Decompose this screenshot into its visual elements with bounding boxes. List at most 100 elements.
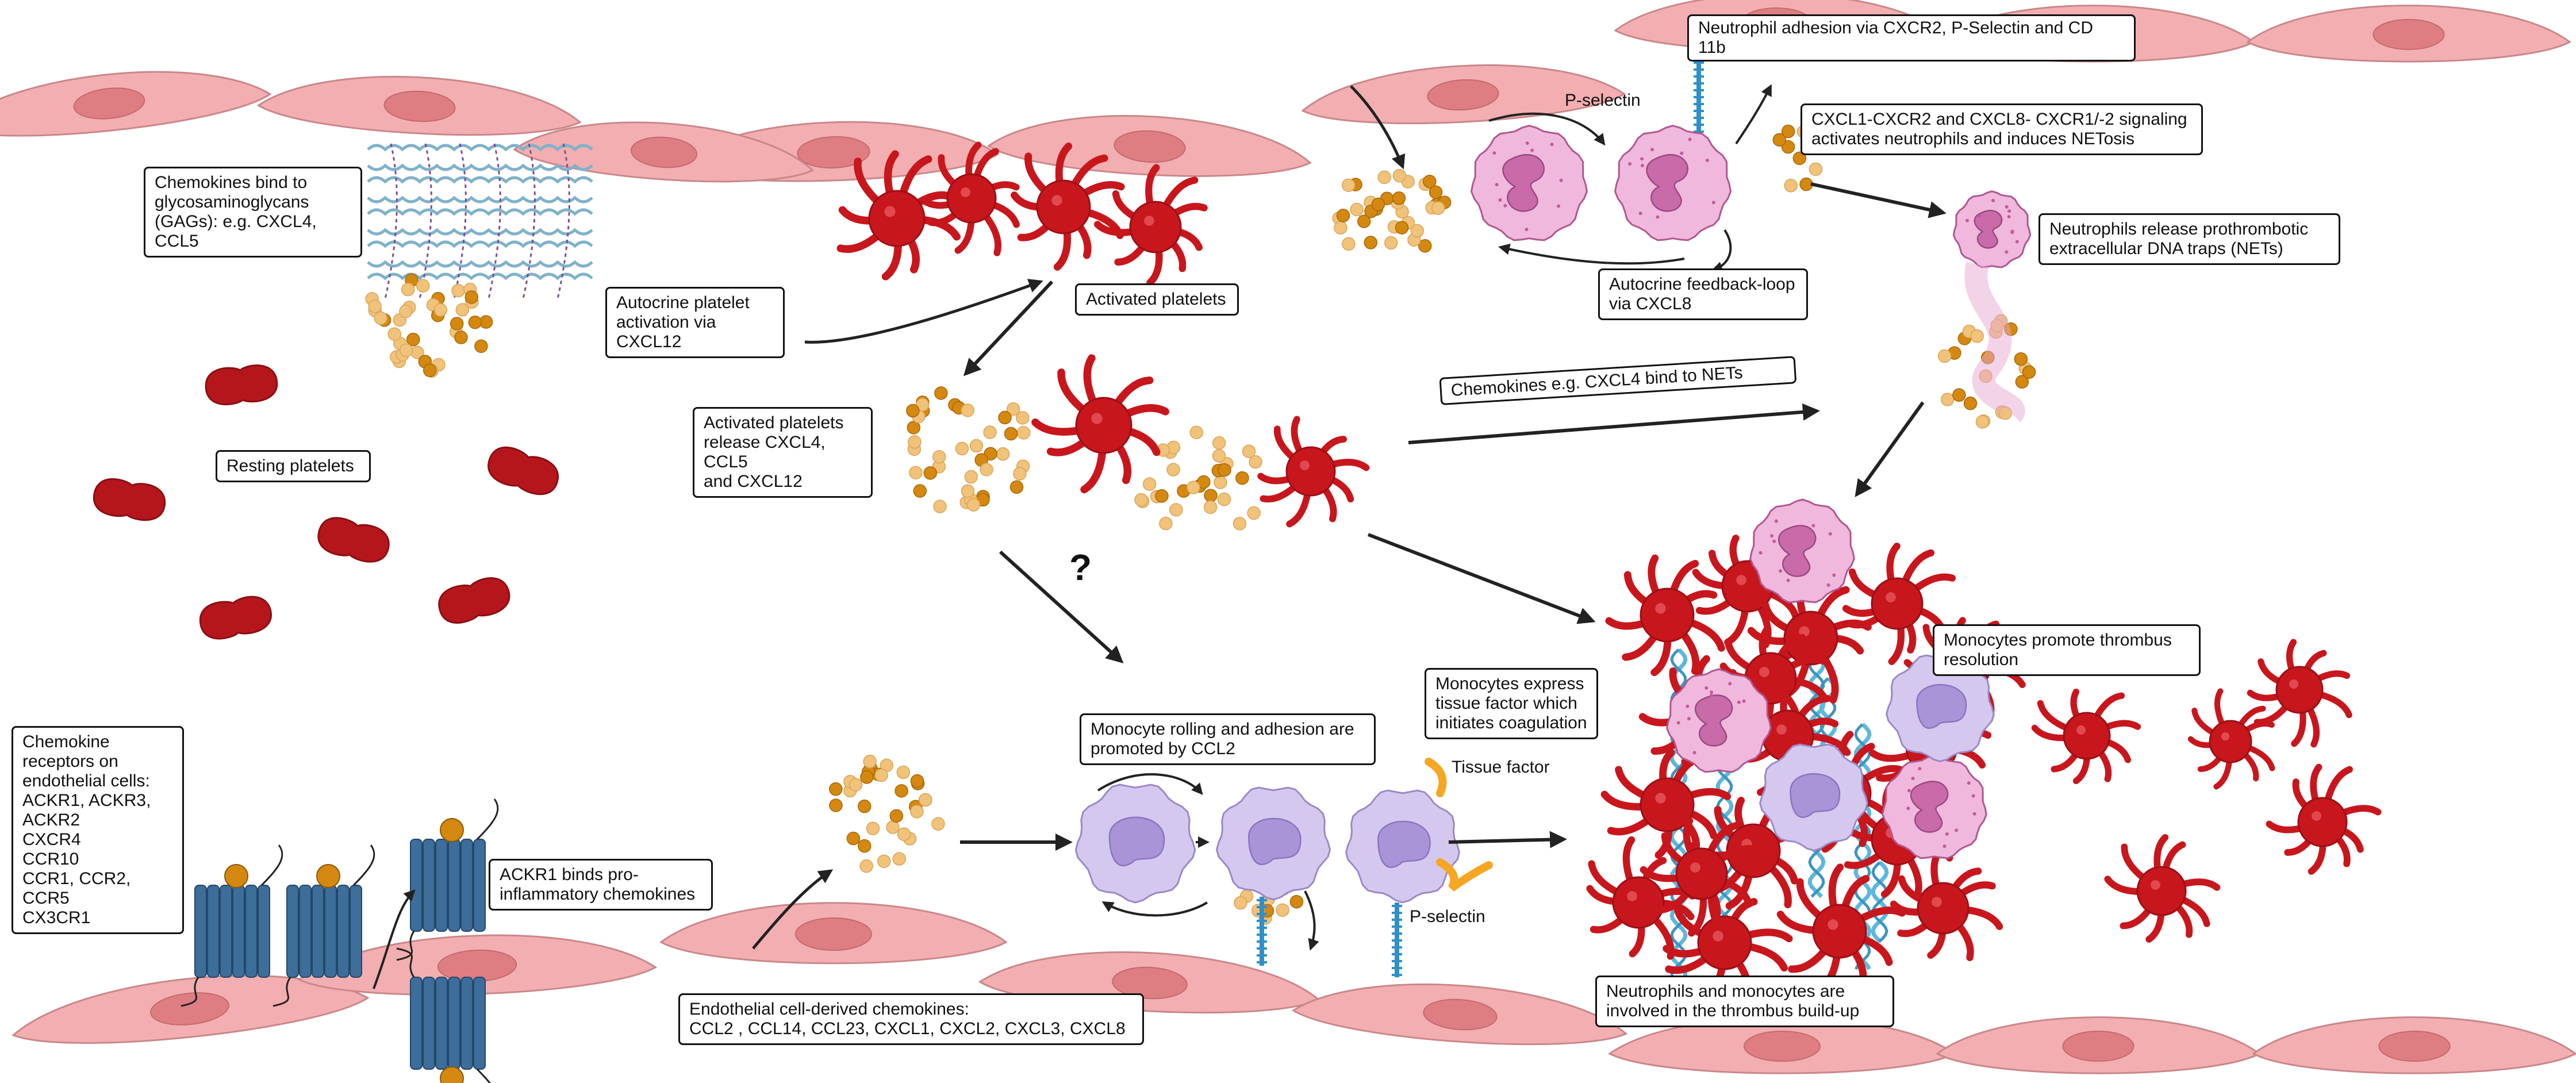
chemokine bbox=[998, 410, 1012, 425]
chemokine bbox=[955, 441, 969, 456]
chemokine bbox=[1289, 894, 1304, 909]
chemokine bbox=[897, 827, 911, 841]
label-ackr1: ACKR1 binds pro- inflammatory chemokines bbox=[489, 859, 713, 911]
neutrophil bbox=[1882, 754, 1987, 859]
tissue-factor bbox=[1425, 758, 1493, 892]
chemokine bbox=[933, 500, 947, 513]
label-p-selectin-top: P-selectin bbox=[1565, 91, 1641, 110]
chemokine bbox=[846, 831, 861, 846]
chemokine bbox=[1975, 415, 1990, 429]
gag-link bbox=[556, 143, 570, 299]
arrow bbox=[373, 889, 416, 989]
chemokine bbox=[1392, 168, 1407, 183]
endothelial-cell bbox=[2246, 5, 2571, 63]
chemokine bbox=[1963, 396, 1978, 410]
label-autocrine-platelet-activation: Autocrine platelet activation via CXCL12 bbox=[605, 287, 785, 358]
resting-platelet bbox=[205, 364, 278, 406]
cell-nucleus bbox=[150, 992, 229, 1026]
bound-chemokine bbox=[316, 864, 340, 888]
gag-chain bbox=[367, 144, 593, 152]
adhesion-molecule bbox=[1257, 897, 1267, 966]
chemokine bbox=[908, 435, 922, 449]
chemokine bbox=[1006, 402, 1020, 416]
resting-platelet bbox=[199, 596, 272, 640]
gag-link bbox=[419, 143, 432, 299]
cell-nucleus bbox=[1112, 966, 1188, 1000]
chemokine bbox=[1013, 467, 1027, 481]
chemokine bbox=[1423, 174, 1437, 189]
endothelial-cell bbox=[986, 115, 1312, 177]
chemokine bbox=[1004, 427, 1018, 441]
monocyte-nucleus bbox=[1790, 773, 1841, 819]
endothelial-cell bbox=[0, 71, 272, 137]
activated-platelet bbox=[2031, 689, 2141, 785]
activated-platelet bbox=[2247, 639, 2352, 748]
arrow bbox=[1488, 112, 1606, 146]
chemokine bbox=[858, 799, 872, 813]
arrow bbox=[1810, 182, 1947, 218]
net-trail bbox=[1964, 262, 2025, 423]
monocyte bbox=[1345, 789, 1461, 904]
arrow bbox=[1711, 229, 1732, 273]
arrow bbox=[1097, 773, 1203, 796]
label-monocytes-resolution: Monocytes promote thrombus resolution bbox=[1933, 624, 2201, 676]
chemokine bbox=[464, 290, 479, 304]
chemokine bbox=[886, 820, 900, 834]
chemokine bbox=[1155, 489, 1169, 503]
neutrophil-nucleus bbox=[1974, 210, 2003, 249]
chemokine bbox=[406, 332, 420, 347]
chemokine bbox=[451, 283, 465, 298]
resting-platelet bbox=[487, 446, 559, 496]
arrow bbox=[752, 869, 834, 950]
cell-nucleus bbox=[630, 136, 698, 168]
arrow bbox=[963, 280, 1054, 377]
neutrophil-nucleus bbox=[1502, 154, 1545, 212]
monocyte bbox=[1074, 784, 1196, 904]
chemokine bbox=[1159, 516, 1173, 531]
chemokine bbox=[1395, 221, 1409, 235]
chemokine bbox=[1781, 140, 1795, 154]
arrows bbox=[373, 84, 1947, 989]
label-activated-platelets-release: Activated platelets release CXCL4, CCL5 … bbox=[693, 407, 873, 498]
chemokine bbox=[1336, 209, 1350, 222]
chemokine bbox=[966, 498, 981, 512]
gag-mesh bbox=[367, 143, 593, 299]
chemokine bbox=[1342, 237, 1356, 251]
chemokine bbox=[1384, 236, 1398, 250]
chemokine bbox=[454, 331, 468, 344]
chemokine bbox=[829, 798, 843, 812]
chemokine bbox=[1169, 503, 1183, 517]
arrow bbox=[1367, 533, 1596, 624]
chemokine bbox=[859, 859, 873, 873]
chemokine bbox=[1392, 191, 1406, 205]
chemokine bbox=[964, 470, 978, 484]
cell-nucleus bbox=[2378, 1031, 2451, 1062]
chemokine bbox=[2015, 375, 2029, 389]
activated-platelet bbox=[1586, 836, 1696, 960]
chemokine bbox=[1015, 411, 1030, 425]
neutrophil bbox=[1614, 125, 1732, 241]
chemokine bbox=[1350, 202, 1364, 217]
chemokine bbox=[1142, 477, 1157, 491]
label-autocrine-feedback: Autocrine feedback-loop via CXCL8 bbox=[1598, 268, 1808, 320]
chemokine-cluster bbox=[1772, 124, 1823, 193]
arrow bbox=[999, 550, 1124, 664]
chemokine bbox=[910, 774, 924, 788]
chemokine bbox=[416, 279, 430, 293]
bound-chemokine bbox=[440, 818, 464, 842]
chemokine-receptors bbox=[181, 798, 499, 1083]
activated-platelet bbox=[919, 141, 1020, 256]
monocyte bbox=[1215, 786, 1331, 901]
chemokine bbox=[468, 315, 482, 329]
resting-platelet bbox=[438, 577, 510, 624]
chemokine bbox=[1952, 388, 1966, 402]
chemokine bbox=[932, 450, 946, 464]
endothelial-cell bbox=[297, 934, 658, 996]
chemokine bbox=[919, 793, 932, 807]
cell-nucleus bbox=[73, 87, 145, 120]
chemokine-receptor bbox=[396, 798, 499, 961]
chemokine bbox=[374, 311, 387, 325]
chemokine bbox=[1781, 124, 1795, 139]
chemokine bbox=[1431, 201, 1445, 215]
chemokine bbox=[474, 339, 488, 353]
